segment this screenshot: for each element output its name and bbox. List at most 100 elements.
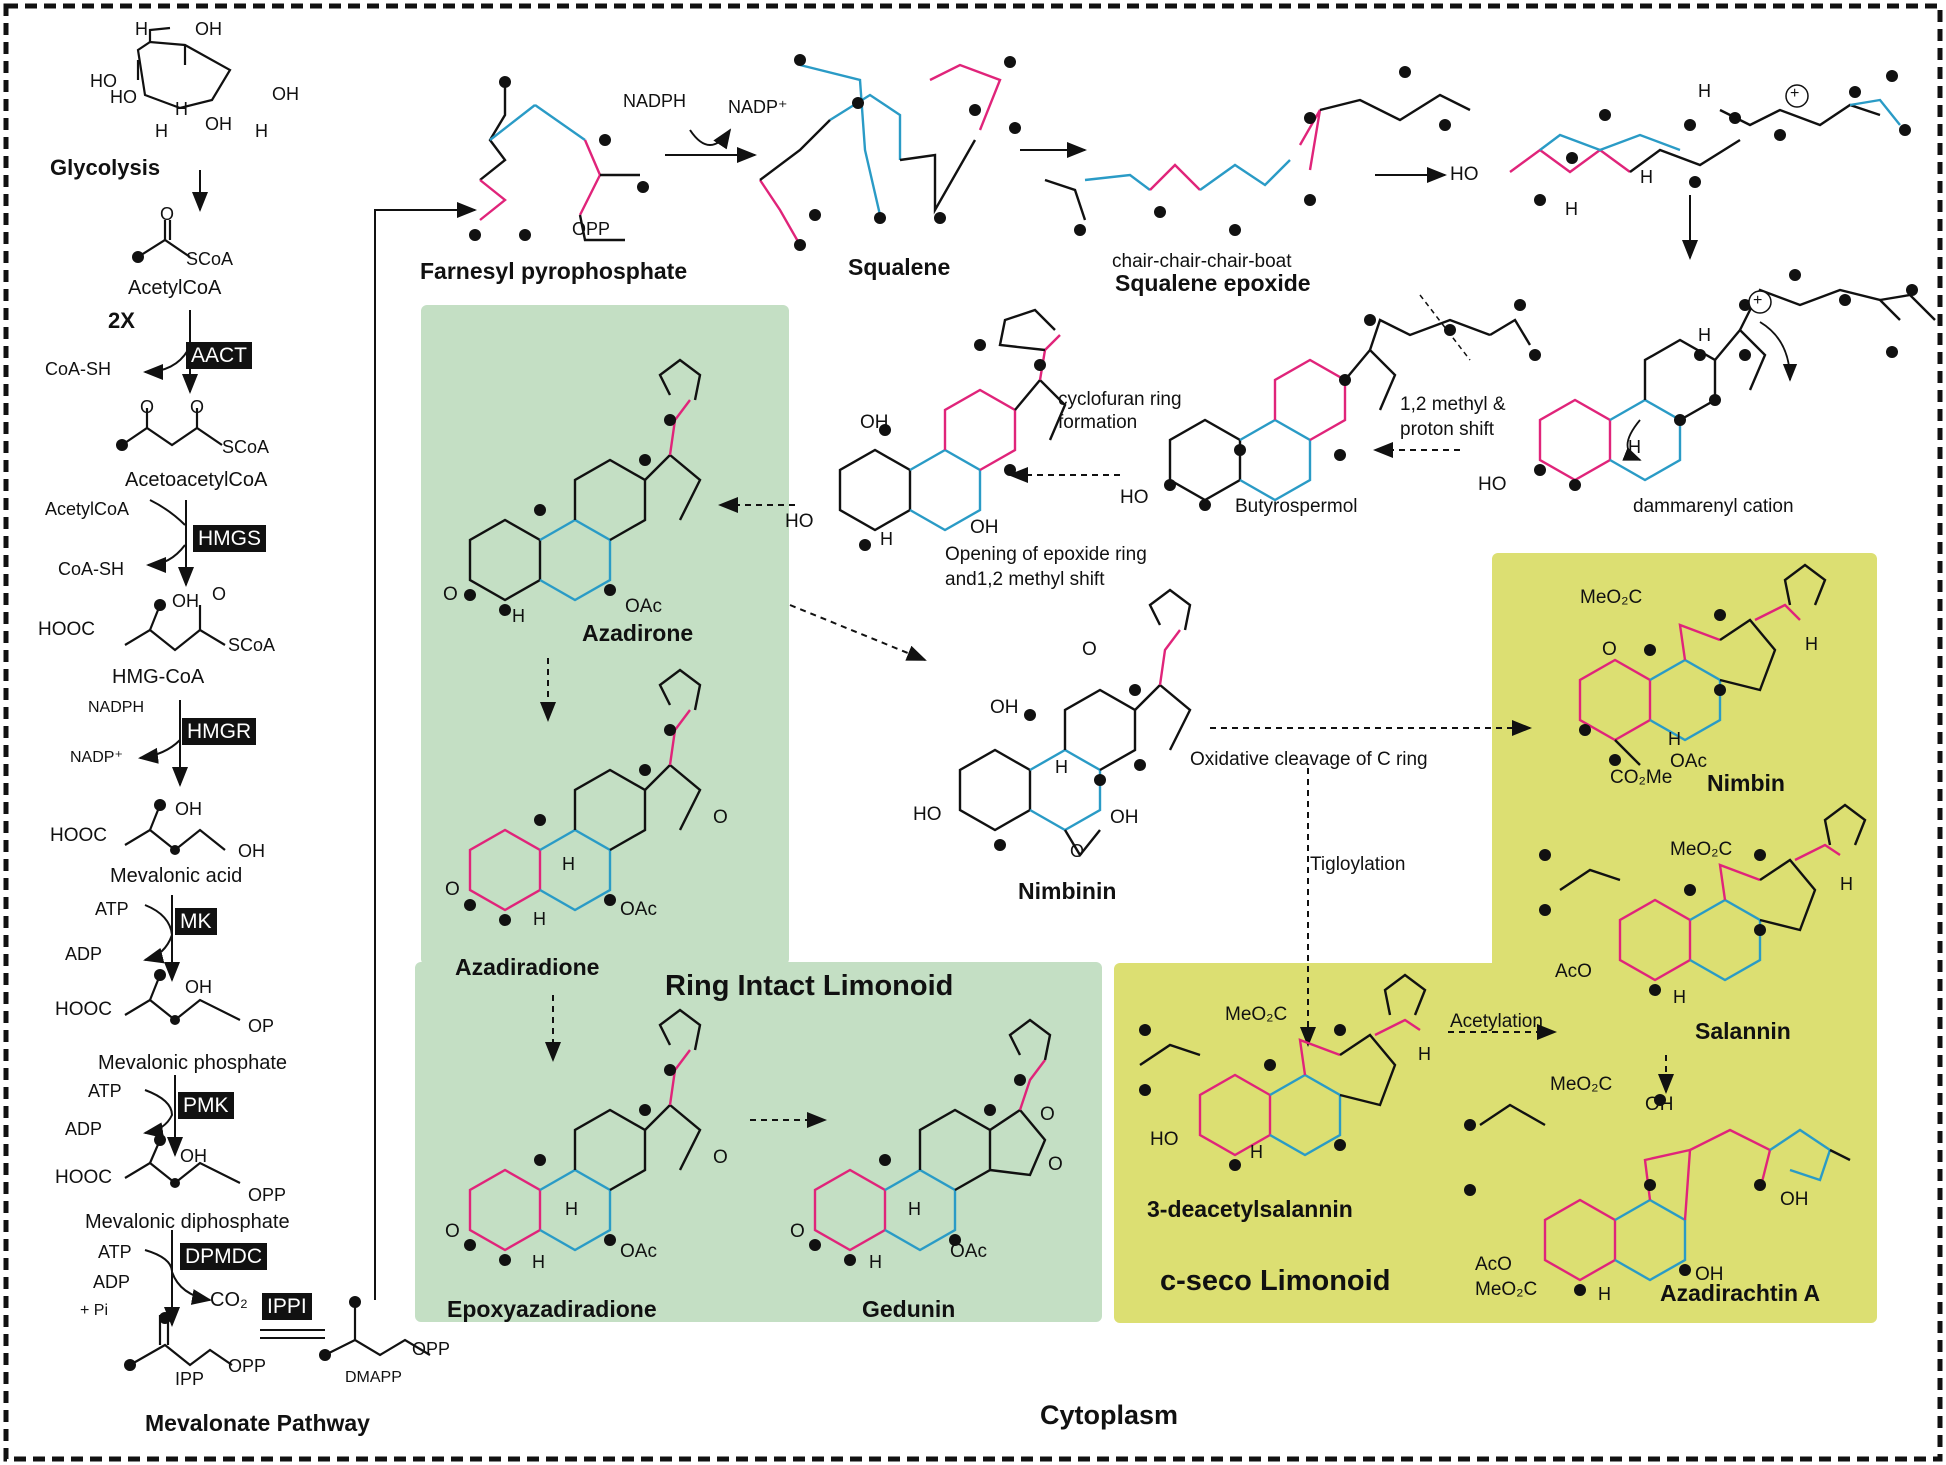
- mevalonic-phosphate-structure: [124, 974, 241, 1022]
- epoxyazadiradione-structure: [468, 1008, 702, 1252]
- nimbinin-o: O: [1082, 639, 1097, 660]
- deacetyl-ho: HO: [1150, 1129, 1179, 1150]
- acetylcoa-o: O: [160, 204, 175, 224]
- epoxyazadiradione-h2: H: [532, 1252, 545, 1272]
- mev-phosphate-op: OP: [248, 1016, 275, 1036]
- two-x-label: 2X: [108, 308, 135, 333]
- azadiradione-h2: H: [533, 909, 546, 929]
- acetylcoa-input: AcetylCoA: [45, 499, 130, 519]
- acetylcoa-label: AcetylCoA: [128, 277, 222, 299]
- nimbin-h2: H: [1668, 729, 1681, 749]
- azadirachtin-aco: AcO: [1475, 1254, 1512, 1275]
- nimbin-oac: OAc: [1670, 751, 1707, 772]
- c-seco-title: c-seco Limonoid: [1160, 1265, 1391, 1297]
- squalene-nadp: NADP⁺: [728, 97, 788, 117]
- epoxyazadiradione-h1: H: [565, 1199, 578, 1219]
- nimbin-meo2c: MeO₂C: [1580, 587, 1643, 608]
- squalene-label: Squalene: [848, 254, 951, 280]
- methyl-shift-label: 1,2 methyl &: [1400, 394, 1506, 415]
- nadph-1: NADPH: [88, 699, 145, 716]
- glucose-h-right: H: [255, 121, 268, 141]
- hmg-coa-label: HMG-CoA: [112, 666, 205, 688]
- ring-intact-region-upper: [421, 305, 789, 965]
- squalene-nadph: NADPH: [623, 91, 687, 111]
- nadp-1: NADP⁺: [70, 749, 123, 766]
- mevalonic-acid-label: Mevalonic acid: [110, 865, 243, 887]
- enzyme-pmk: PMK: [178, 1092, 234, 1120]
- acetoacetylcoa-label: AcetoacetylCoA: [125, 469, 268, 491]
- salannin-aco: AcO: [1555, 961, 1592, 982]
- coa-sh-1: CoA-SH: [45, 359, 112, 379]
- gedunin-o2: O: [1048, 1154, 1063, 1175]
- dammarenyl-h-top: H: [1698, 325, 1711, 345]
- acetylcoa-scoa: SCoA: [186, 249, 234, 269]
- azadirone-label: Azadirone: [582, 620, 694, 646]
- epoxyazadiradione-o2: O: [713, 1147, 728, 1168]
- glucose-h: H: [135, 19, 148, 39]
- gedunin-h2: H: [869, 1252, 882, 1272]
- nimbinin-structure: [958, 588, 1192, 858]
- ring-intact-region-lower: [415, 962, 1102, 1322]
- salannin-meo2c: MeO₂C: [1670, 839, 1733, 860]
- ipp-structure: [129, 1315, 233, 1367]
- nimbinin-o-bridge: O: [1070, 841, 1085, 861]
- mev-phosphate-hooc: HOOC: [55, 999, 112, 1020]
- mevalonate-pathway-title: Mevalonate Pathway: [145, 1410, 370, 1436]
- butyrospermol-label: Butyrospermol: [1235, 496, 1358, 517]
- acetylcoa-structure: [137, 220, 191, 258]
- cyclofuran-h: H: [880, 529, 893, 549]
- farnesyl-opp: OPP: [572, 219, 611, 239]
- enzyme-aact: AACT: [186, 342, 253, 370]
- azadirachtin-label: Azadirachtin A: [1660, 1280, 1821, 1306]
- epoxide-open-label-1: Opening of epoxide ring: [945, 544, 1147, 565]
- azadirone-structure: [468, 358, 702, 602]
- azadirachtin-oh-top: OH: [1645, 1094, 1674, 1115]
- epoxyazadiradione-o1: O: [445, 1221, 460, 1242]
- mev-diphosphate-oh: OH: [180, 1146, 207, 1166]
- glucose-oh-bottom: OH: [205, 114, 232, 134]
- mevalonic-acid-hooc: HOOC: [50, 825, 107, 846]
- azadirachtin-oh-right: OH: [1780, 1189, 1809, 1210]
- c-seco-region-lower: [1114, 963, 1654, 1323]
- nimbinin-oh-bottom: OH: [1110, 807, 1139, 828]
- chair-intermediate-structure: [1509, 98, 1901, 174]
- dmapp-structure: [324, 1305, 431, 1357]
- salannin-h: H: [1840, 874, 1853, 894]
- deacetylsalannin-structure: [1139, 973, 1427, 1157]
- cytoplasm-border: [3, 3, 1943, 1462]
- plus-pi: + Pi: [80, 1302, 109, 1319]
- chair-ho: HO: [1450, 164, 1479, 185]
- chair-h-top: H: [1698, 81, 1711, 101]
- cyclofuran-ho: HO: [785, 511, 814, 532]
- salannin-structure: [1559, 803, 1867, 982]
- nimbin-label: Nimbin: [1707, 770, 1785, 796]
- deacetyl-h2: H: [1250, 1142, 1263, 1162]
- glucose-h-bottom: H: [155, 121, 168, 141]
- dammarenyl-label: dammarenyl cation: [1633, 496, 1794, 517]
- dammarenyl-h-mid: H: [1628, 437, 1641, 457]
- azadirachtin-meo2c-bottom: MeO₂C: [1475, 1279, 1538, 1300]
- azadiradione-h1: H: [562, 854, 575, 874]
- enzyme-hmgr: HMGR: [182, 718, 257, 746]
- epoxide-open-label-2: and1,2 methyl shift: [945, 569, 1105, 590]
- tigloylation-label: Tigloylation: [1310, 854, 1406, 875]
- nimbin-o: O: [1602, 639, 1617, 660]
- adp-3: ADP: [93, 1272, 131, 1292]
- farnesyl-label: Farnesyl pyrophosphate: [420, 258, 688, 284]
- chair-h-mid: H: [1640, 167, 1653, 187]
- enzyme-dpmdc: DPMDC: [180, 1243, 267, 1271]
- glucose-ho-left: HO: [90, 71, 117, 91]
- cyclofuran-label-1: cyclofuran ring: [1058, 389, 1182, 410]
- azadirone-h: H: [512, 606, 525, 626]
- nimbin-structure: [1578, 563, 1827, 766]
- acetoacetyl-scoa: SCoA: [222, 437, 270, 457]
- acetoacetyl-o2: O: [190, 397, 205, 417]
- gedunin-label: Gedunin: [862, 1296, 956, 1322]
- dammarenyl-ho: HO: [1478, 474, 1507, 495]
- nimbinin-oh-top: OH: [990, 697, 1019, 718]
- ipp-opp: OPP: [228, 1356, 267, 1376]
- epoxyazadiradione-oac: OAc: [620, 1241, 657, 1262]
- glucose-oh-right: OH: [272, 84, 299, 104]
- azadirachtin-meo2c-top: MeO₂C: [1550, 1074, 1613, 1095]
